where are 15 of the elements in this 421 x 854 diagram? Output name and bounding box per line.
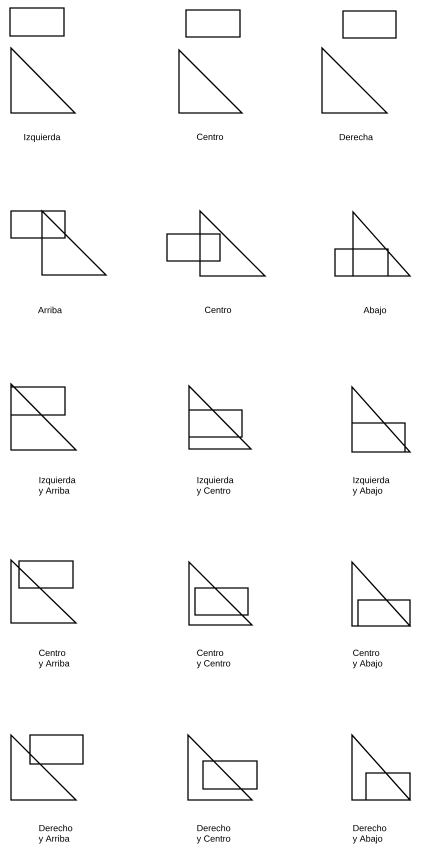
alignment-label: Centro: [204, 306, 232, 314]
alignment-label: Izquierda: [24, 134, 60, 142]
alignment-label: Centro y Centro: [196, 650, 230, 668]
alignment-label: Derecha: [340, 134, 373, 140]
alignment-label: Centro y Arriba: [38, 650, 70, 668]
alignment-label: Abajo: [364, 306, 386, 316]
alignment-label: Izquierda y Arriba: [38, 476, 76, 496]
alignment-label: Centro y Abajo: [352, 650, 382, 668]
alignment-label: Centro: [196, 134, 224, 140]
alignment-label: Izquierda y Abajo: [352, 476, 390, 496]
alignment-label: Derecho y Abajo: [352, 824, 386, 844]
alignment-label: Derecho y Arriba: [38, 824, 72, 844]
alignment-label: Derecho y Centro: [196, 824, 230, 844]
alignment-label: Izquierda y Centro: [196, 476, 234, 496]
alignment-label: Arriba: [38, 306, 62, 314]
